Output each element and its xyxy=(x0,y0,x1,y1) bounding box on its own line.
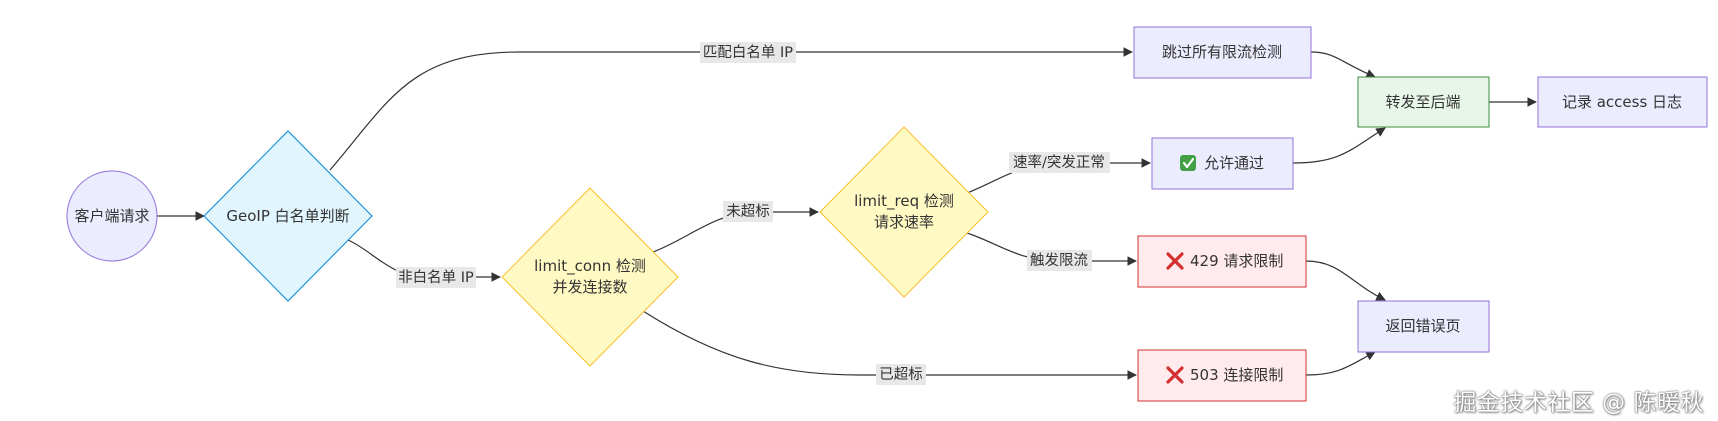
edge-label-conn-ok: 未超标 xyxy=(723,201,773,222)
node-req429: 429 请求限制 xyxy=(1137,235,1307,288)
node-limit-req: limit_req 检测 请求速率 xyxy=(819,126,989,298)
node-error-page-text: 返回错误页 xyxy=(1385,317,1460,335)
watermark: 掘金技术社区 @ 陈暖秋 xyxy=(1453,390,1704,416)
node-limit-req-text-1: limit_req 检测 xyxy=(854,192,954,211)
node-skip: 跳过所有限流检测 xyxy=(1133,26,1312,79)
node-req429-text: 429 请求限制 xyxy=(1190,252,1283,270)
node-allow: 允许通过 xyxy=(1151,137,1294,190)
node-geoip: GeoIP 白名单判断 xyxy=(203,130,373,302)
nodes: 客户端请求 GeoIP 白名单判断 limit_conn 检测 并发连接数 li… xyxy=(66,26,1708,402)
edge-label-non-whitelist-text: 非白名单 IP xyxy=(398,269,474,286)
edge-label-whitelist: 匹配白名单 IP xyxy=(700,42,796,63)
node-log-text: 记录 access 日志 xyxy=(1562,93,1682,111)
edge-skip-forward xyxy=(1310,51,1376,79)
edge-label-conn-exceeded: 已超标 xyxy=(876,364,926,385)
cross-mark-icon xyxy=(1166,252,1184,270)
node-limit-conn-text-1: limit_conn 检测 xyxy=(534,257,646,276)
edge-geoip-skip xyxy=(329,47,1133,171)
node-geoip-text: GeoIP 白名单判断 xyxy=(226,207,349,225)
edge-429-error xyxy=(1305,260,1386,301)
node-conn503: 503 连接限制 xyxy=(1137,349,1307,402)
edge-label-rate-limited: 触发限流 xyxy=(1027,250,1092,271)
node-allow-text: 允许通过 xyxy=(1204,154,1264,172)
edge-allow-forward xyxy=(1292,127,1386,164)
edge-labels: 匹配白名单 IP 非白名单 IP 未超标 已超标 速率/突发正常 触发限流 xyxy=(396,42,1110,385)
edge-label-conn-exceeded-text: 已超标 xyxy=(879,366,923,383)
edge-label-non-whitelist: 非白名单 IP xyxy=(396,267,476,288)
node-forward-text: 转发至后端 xyxy=(1385,93,1460,111)
check-mark-icon xyxy=(1180,155,1196,171)
node-client-text: 客户端请求 xyxy=(74,207,149,225)
edge-limitconn-503 xyxy=(642,310,1137,380)
edge-label-conn-ok-text: 未超标 xyxy=(726,203,770,220)
node-limit-req-text-2: 请求速率 xyxy=(874,213,934,231)
cross-mark-icon xyxy=(1166,366,1184,384)
node-skip-text: 跳过所有限流检测 xyxy=(1162,43,1282,61)
node-limit-conn-text-2: 并发连接数 xyxy=(552,278,627,296)
node-client: 客户端请求 xyxy=(66,170,158,262)
node-forward: 转发至后端 xyxy=(1357,76,1490,128)
node-error-page: 返回错误页 xyxy=(1357,300,1490,353)
node-limit-conn: limit_conn 检测 并发连接数 xyxy=(501,187,679,367)
node-conn503-text: 503 连接限制 xyxy=(1190,366,1283,384)
edge-503-error xyxy=(1305,351,1376,376)
edge-label-whitelist-text: 匹配白名单 IP xyxy=(703,44,793,61)
edge-label-rate-limited-text: 触发限流 xyxy=(1030,252,1088,269)
edge-label-rate-ok: 速率/突发正常 xyxy=(1009,152,1110,173)
node-log: 记录 access 日志 xyxy=(1537,76,1708,128)
edge-label-rate-ok-text: 速率/突发正常 xyxy=(1013,154,1105,171)
